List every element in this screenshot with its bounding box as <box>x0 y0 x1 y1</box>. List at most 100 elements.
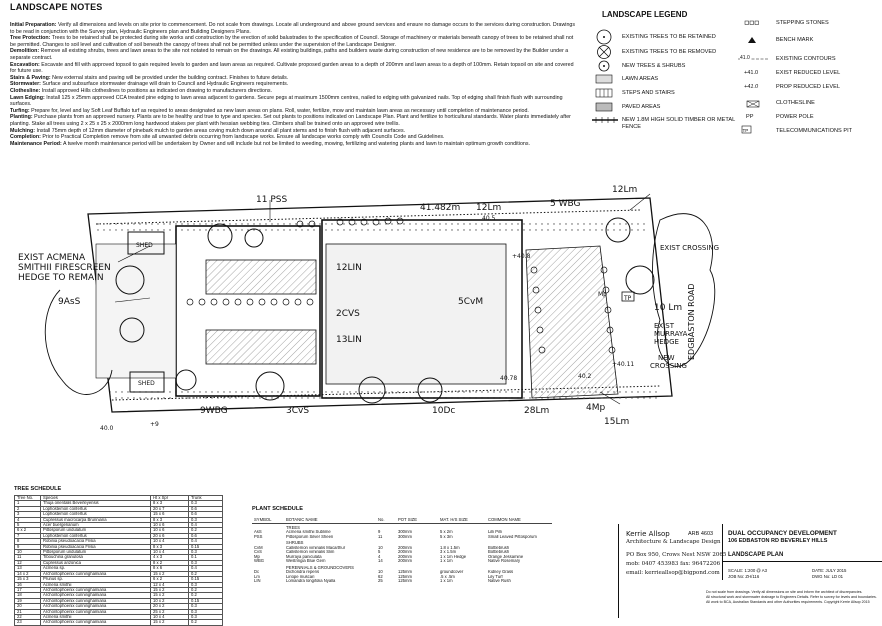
driveway <box>525 245 619 399</box>
telecom-pit-label: TP <box>623 295 632 302</box>
shed-label: SHED <box>136 242 153 249</box>
clothesline-icon <box>746 100 760 108</box>
table-cell: 11 <box>378 534 383 539</box>
table-cell: 5 x 2m <box>440 530 453 534</box>
level-label: 40.0 <box>100 425 114 432</box>
plant-schedule-column-header: POT SIZE <box>396 518 438 524</box>
plant-label: 2CVS <box>336 309 360 319</box>
plant-label: 10Dc <box>432 406 455 416</box>
note-item: Demolition: Remove all existing shrubs, … <box>10 48 575 61</box>
project-title: DUAL OCCUPANCY DEVELOPMENT <box>728 530 837 537</box>
designer-phone: mob: 0407 453983 fax: 96472206 <box>626 561 721 567</box>
note-label: Turfing: <box>10 107 30 114</box>
table-cell: 5 <box>378 550 381 554</box>
note-label: Lawn Edging: <box>10 94 45 101</box>
level-label: +40.8 <box>512 253 531 260</box>
table-cell: Lomandra longifolia Nyalla <box>286 579 336 583</box>
stairs-swatch <box>595 88 613 98</box>
hedge-note: SMITHII FIRESCREEN <box>18 263 111 273</box>
legend-contours-label: EXISTING CONTOURS <box>776 56 836 62</box>
table-cell: 15 x 2 <box>150 619 189 626</box>
note-label: Initial Preparation: <box>10 22 57 28</box>
street-tree-canopy <box>652 213 716 367</box>
table-cell: Bottlebrush <box>488 545 510 550</box>
tree-schedule-title: TREE SCHEDULE <box>14 486 62 492</box>
table-cell: 10 <box>378 545 383 550</box>
fence-icon <box>592 117 618 123</box>
murraya-label: HEDGE <box>654 338 679 346</box>
note-text: Excavate and fill with approved topsoil … <box>10 61 574 75</box>
note-item: Lawn Edging: Install 125 x 25mm approved… <box>10 95 575 108</box>
table-cell: 9 <box>378 530 381 534</box>
note-label: Planting: <box>10 114 33 121</box>
table-cell: 125mm <box>398 574 412 579</box>
plant-label: 10 Lm <box>654 303 682 313</box>
leader-line <box>599 391 621 405</box>
table-cell: Pittosporum Silver Sheen <box>286 534 334 539</box>
retained-tree-icon <box>244 228 264 248</box>
disclaimer-line: All work to BCA, Australian Standards an… <box>706 600 870 604</box>
note-item: Stormwater: Surface and subsurface storm… <box>10 81 575 88</box>
leader-line <box>114 297 151 303</box>
retained-tree-icon <box>358 376 386 404</box>
legend-stairs-label: STEPS AND STAIRS <box>622 90 675 96</box>
legend-exist-level-symbol: +41.0 <box>744 70 759 76</box>
leader-line <box>117 245 151 263</box>
front-dwelling <box>321 219 523 399</box>
table-cell: Archontophoenix cunninghamiana <box>40 619 151 626</box>
plant-group-row: TREES <box>252 523 552 530</box>
plant-schedule-column-header: No. <box>376 518 396 524</box>
telecom-pit-icon <box>621 291 635 302</box>
designer-company: Architecture & Landscape Design <box>626 539 721 545</box>
table-cell: groundcover <box>440 570 464 574</box>
plant-schedule-column-header: SYMBOL <box>252 518 284 524</box>
retained-tree-icon <box>119 317 145 343</box>
crossing-label: NEW <box>658 354 675 362</box>
lawn-area-front <box>325 243 507 385</box>
level-label: +9 <box>150 421 159 428</box>
note-text: Prior to Practical Completion remove fro… <box>40 134 445 141</box>
note-label: Excavation: <box>10 61 40 68</box>
level-label: 40.78 <box>500 375 517 382</box>
note-item: Clothesline: Install approved Hills clot… <box>10 88 575 95</box>
legend-symbols <box>592 20 768 134</box>
plant-group-row: PERENNIALS & GROUNDCOVERS <box>252 564 552 571</box>
note-item: Turfing: Prepare for, level and lay Soft… <box>10 108 575 115</box>
project-address: 106 EDBASTON RD BEVERLEY HILLS <box>728 538 828 544</box>
note-text: A twelve month maintenance period will b… <box>61 140 530 147</box>
table-cell: 200mm <box>398 559 412 563</box>
plant-label: 15Lm <box>604 417 629 427</box>
retained-tree-icon <box>175 369 197 391</box>
plant-group-name: SHRUBS <box>286 540 304 545</box>
drawing-number: DWG No: LD 01 <box>812 574 844 579</box>
plant-label: 5CvM <box>458 297 483 307</box>
note-item: Mulching: Install 75mm depth of 12mm dia… <box>10 128 575 135</box>
table-cell: 200mm <box>398 545 412 550</box>
table-cell: Small Leaved Pittosporum <box>488 534 537 539</box>
murraya-label: MURRAYA <box>654 330 688 338</box>
disclaimer-line: All structural work and stormwater drain… <box>706 595 877 599</box>
retained-tree-icon <box>605 217 631 243</box>
table-cell: 14 <box>378 559 383 563</box>
note-text: Remove all existing shrubs, trees and la… <box>10 48 569 61</box>
rear-lawn <box>95 243 177 379</box>
plant-label: 4Mp <box>586 403 605 413</box>
table-cell: Callistemon viminalis Macarthur <box>286 545 346 550</box>
plant-label: 5 WBG <box>550 199 581 209</box>
lawn-swatch <box>595 74 613 84</box>
plant-group-name: TREES <box>286 524 300 530</box>
table-cell: PSS <box>254 534 263 539</box>
table-cell: 300mm <box>398 534 412 539</box>
notes-title: LANDSCAPE NOTES <box>10 2 103 12</box>
